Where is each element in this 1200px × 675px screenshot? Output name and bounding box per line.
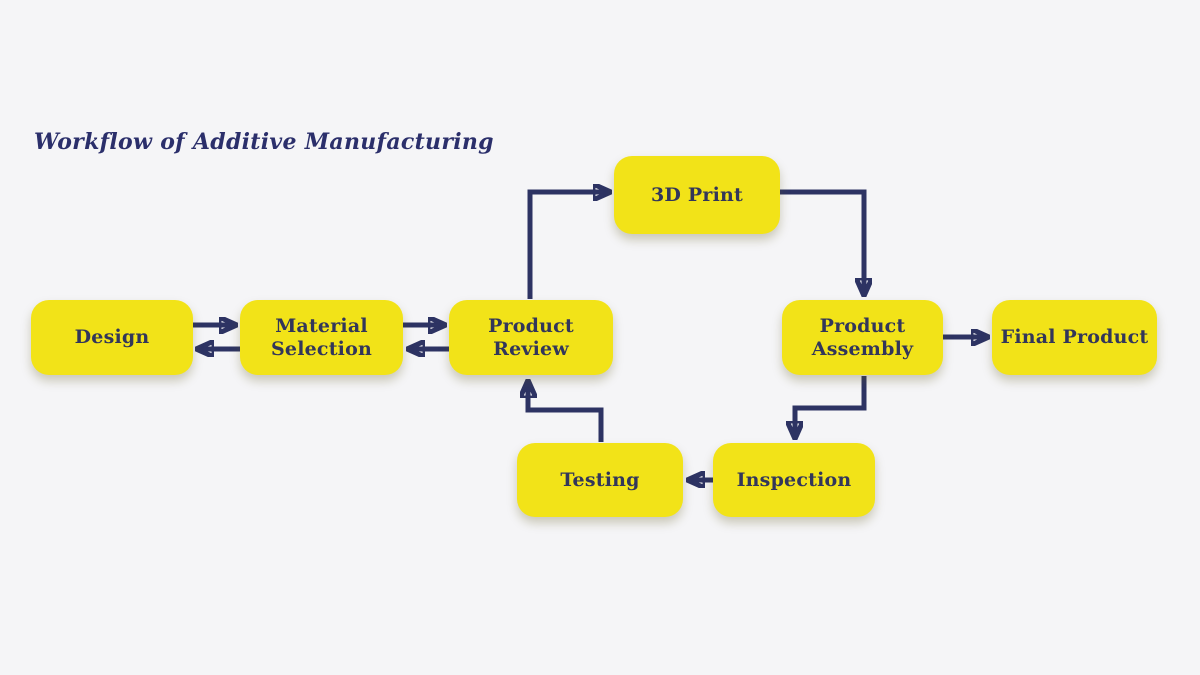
node-product-review: Product Review	[449, 300, 613, 375]
node-inspection-label: Inspection	[736, 468, 852, 491]
node-inspection: Inspection	[713, 443, 875, 517]
node-testing-label: Testing	[560, 468, 640, 491]
arrow-testing-to-product-review	[528, 381, 604, 442]
diagram-title: Workflow of Additive Manufacturing	[34, 129, 494, 155]
node-product-assembly-label: Product Assembly	[811, 314, 914, 360]
node-final-product: Final Product	[992, 300, 1157, 375]
node-final-product-label: Final Product	[1000, 326, 1149, 349]
node-design: Design	[31, 300, 193, 375]
arrow-product-review-to-3d-print	[527, 192, 610, 299]
node-product-review-label: Product Review	[488, 314, 574, 360]
arrow-product-assembly-to-inspection	[795, 376, 867, 438]
node-3d-print: 3D Print	[614, 156, 780, 234]
node-product-assembly: Product Assembly	[782, 300, 943, 375]
node-testing: Testing	[517, 443, 683, 517]
arrow-3d-print-to-product-assembly	[780, 189, 864, 295]
node-material-selection-label: Material Selection	[271, 314, 372, 360]
node-material-selection: Material Selection	[240, 300, 403, 375]
node-design-label: Design	[74, 326, 150, 349]
node-3d-print-label: 3D Print	[650, 183, 744, 206]
